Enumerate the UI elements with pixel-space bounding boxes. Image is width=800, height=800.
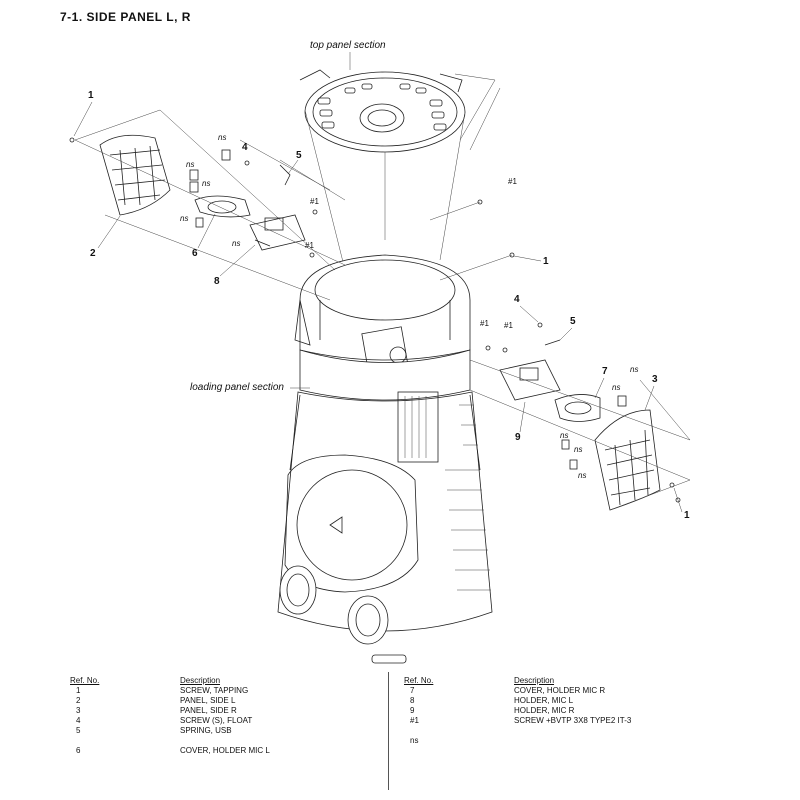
loading-panel-section-label: loading panel section — [190, 382, 284, 393]
callout-hash1: #1 — [305, 241, 314, 250]
ns-tag — [569, 459, 578, 470]
table-divider — [388, 672, 389, 790]
holder-mic-r — [499, 359, 561, 401]
top-panel-section-label: top panel section — [310, 40, 386, 51]
ns-label: ns — [202, 179, 210, 188]
header-description: Description — [180, 676, 221, 685]
ns-tag — [189, 169, 199, 181]
ns-label: ns — [560, 431, 568, 440]
header-ref-no: Ref. No. — [404, 676, 434, 685]
side-panel-r — [594, 409, 661, 511]
speaker-body — [277, 254, 493, 664]
callout-hash1: #1 — [480, 319, 489, 328]
header-ref-no: Ref. No. — [70, 676, 100, 685]
callout-1: 1 — [684, 510, 690, 521]
ns-label: ns — [180, 214, 188, 223]
callout-3: 3 — [652, 374, 658, 385]
ns-tag — [561, 439, 570, 450]
callout-6: 6 — [192, 248, 198, 259]
table-row — [70, 736, 270, 746]
callout-5: 5 — [296, 150, 302, 161]
exploded-view-diagram: top panel section — [69, 40, 691, 664]
ns-tag — [195, 217, 204, 228]
top-panel — [299, 69, 466, 153]
ns-label: ns — [218, 133, 226, 142]
table-row — [404, 726, 631, 736]
holder-mic-l — [249, 214, 306, 251]
callout-4: 4 — [514, 294, 520, 305]
section-title: 7-1. SIDE PANEL L, R — [60, 10, 191, 24]
ns-tag — [617, 395, 627, 407]
callout-1: 1 — [88, 90, 94, 101]
callout-1: 1 — [543, 256, 549, 267]
callout-2: 2 — [90, 248, 96, 259]
ns-tag — [189, 181, 199, 193]
table-row: ns — [410, 736, 419, 745]
ns-label: ns — [574, 445, 582, 454]
callout-hash1: #1 — [504, 321, 513, 330]
ns-label: ns — [186, 160, 194, 169]
ns-label: ns — [612, 383, 620, 392]
ns-tag — [221, 149, 231, 161]
callout-7: 7 — [602, 366, 608, 377]
callout-8: 8 — [214, 276, 220, 287]
cover-holder-mic-r — [554, 394, 601, 422]
side-panel-l — [99, 134, 171, 216]
callout-hash1: #1 — [310, 197, 319, 206]
cover-holder-mic-l — [194, 195, 251, 218]
ns-label: ns — [578, 471, 586, 480]
header-description: Description — [514, 676, 555, 685]
ns-label: ns — [630, 365, 638, 374]
ns-label: ns — [232, 239, 240, 248]
callout-9: 9 — [515, 432, 521, 443]
callout-5: 5 — [570, 316, 576, 327]
callout-hash1: #1 — [508, 177, 517, 186]
callout-4: 4 — [242, 142, 248, 153]
